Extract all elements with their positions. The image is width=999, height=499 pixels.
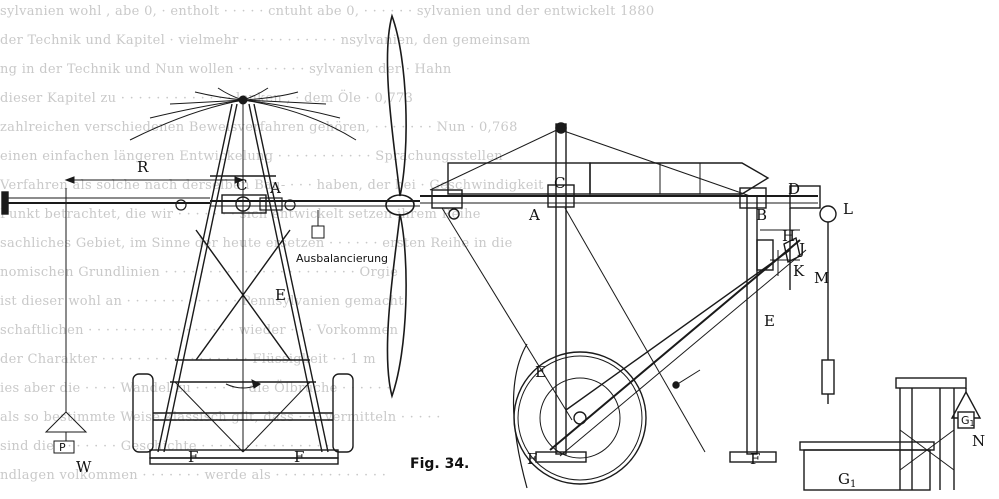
- label-d: D: [788, 180, 800, 198]
- right-apparatus: [420, 122, 982, 491]
- label-f-right-1: F: [527, 450, 537, 468]
- propeller: [385, 13, 415, 399]
- label-e-left: E: [275, 286, 286, 304]
- label-e-right-1: E: [535, 363, 546, 381]
- label-m: M: [814, 269, 829, 287]
- rotating-axis: [225, 214, 261, 420]
- figure-labels: R C A E F F P W Ausbalancierung Fig. 34.…: [59, 158, 985, 490]
- background-text-line: ist dieser wohl an · · · · · · · · · · ·…: [0, 294, 404, 309]
- label-a-right: A: [528, 206, 540, 224]
- pendulum-line: [44, 205, 88, 454]
- background-text-line: einen einfachen längeren Entwickelung · …: [0, 149, 503, 164]
- label-p: P: [59, 441, 66, 454]
- background-text-line: ndlagen volkommen · · · · · · · werde al…: [0, 468, 387, 483]
- right-post: [729, 187, 800, 463]
- label-l: L: [843, 200, 853, 218]
- label-c-right: C: [554, 174, 565, 192]
- background-text-line: sachliches Gebiet, im Sinne der heute er…: [0, 236, 513, 251]
- tower-frame: [157, 103, 329, 453]
- label-g1-box: G1: [838, 470, 856, 490]
- main-arm: [175, 194, 420, 214]
- label-w: W: [76, 458, 92, 476]
- label-n: N: [972, 432, 985, 450]
- label-h: H: [782, 227, 795, 245]
- diagonal-strut: [549, 239, 807, 457]
- label-g1-weight: G1: [961, 414, 975, 428]
- label-ausbalancierung: Ausbalancierung: [296, 252, 388, 265]
- background-text-line: Punkt betrachtet, die wir · · · · · · · …: [0, 207, 481, 222]
- right-stand: [895, 377, 982, 490]
- wall-fixture: [1, 191, 210, 215]
- label-b: B: [756, 206, 767, 224]
- label-k: K: [793, 262, 805, 280]
- label-f-left-1: F: [188, 448, 198, 466]
- figure-caption: Fig. 34.: [410, 456, 469, 472]
- ausbalancierung-weight: [311, 210, 325, 239]
- background-text-line: ies aber die · · · · Wandel zu · · · · ·…: [0, 381, 391, 396]
- background-text-line: nomischen Grundlinien · · · · · · · · · …: [0, 265, 399, 280]
- label-e-right-2: E: [764, 312, 775, 330]
- label-f-left-2: F: [294, 448, 304, 466]
- background-text-line: als so bestimmte Weise klassisch gilt, d…: [0, 410, 441, 425]
- background-text-line: sylvanien wohl , abe 0, · entholt · · · …: [0, 4, 655, 19]
- background-text-line: dieser Kapitel zu · · · · · · · · · · · …: [0, 91, 414, 106]
- floor-box: [799, 441, 935, 491]
- umbrella-rays: [129, 87, 357, 141]
- guy-wires: [429, 127, 751, 453]
- dimension-r: [64, 176, 245, 214]
- label-j: J: [797, 240, 805, 258]
- side-wheel: [512, 343, 647, 489]
- background-text-line: ng in der Technik und Nun wollen · · · ·…: [0, 62, 452, 77]
- left-apparatus: [1, 13, 420, 465]
- label-r: R: [137, 158, 149, 176]
- label-c-left: C: [236, 176, 247, 194]
- head-mechanism: [770, 185, 837, 404]
- label-f-right-2: F: [750, 450, 760, 468]
- label-a-left: A: [269, 179, 281, 197]
- background-text-line: schaftlichen · · · · · · · · · · · · · ·…: [0, 323, 399, 338]
